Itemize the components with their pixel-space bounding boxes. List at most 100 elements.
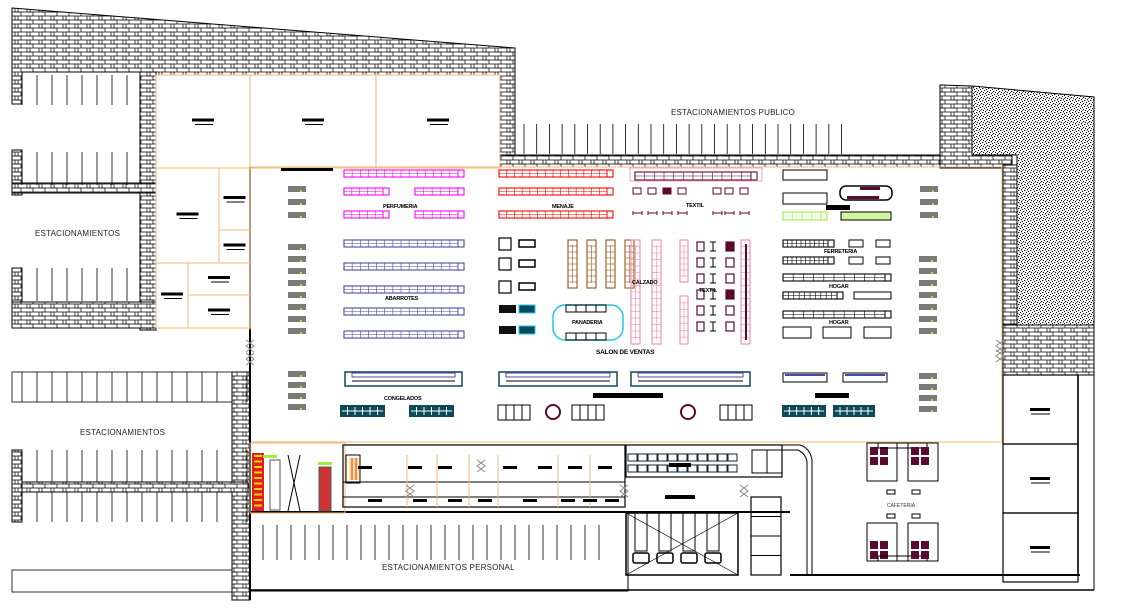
checkout-register xyxy=(717,464,728,473)
refrigerated-counter xyxy=(518,304,536,314)
label-calzado: CALZADO xyxy=(632,280,658,286)
label-textil-top: TEXTIL xyxy=(686,203,704,209)
textil-display xyxy=(712,187,722,195)
rack-item xyxy=(254,499,262,501)
textil-frame xyxy=(629,167,763,182)
indicator xyxy=(931,410,933,412)
hogar-display xyxy=(853,291,892,300)
indicator xyxy=(932,216,934,218)
gray-fixture xyxy=(288,371,306,377)
indicator xyxy=(300,332,302,334)
checkout-lane xyxy=(634,512,648,552)
small-table xyxy=(886,489,896,495)
label-menaje: MENAJE xyxy=(552,204,574,210)
cafeteria-booth xyxy=(907,522,939,562)
shelf-endcap xyxy=(836,291,844,300)
rack-item xyxy=(254,488,262,490)
display-unit xyxy=(848,239,864,248)
textil-display xyxy=(696,257,705,268)
dining-table xyxy=(880,457,888,465)
indicator xyxy=(931,388,933,390)
bakery-case xyxy=(575,332,587,341)
counter-top xyxy=(847,196,879,199)
indicator xyxy=(300,375,302,377)
shelf-endcap xyxy=(457,330,465,339)
dining-table xyxy=(870,541,878,549)
indicator xyxy=(931,260,933,262)
mannequin-icon xyxy=(710,241,716,252)
freezer-top xyxy=(351,372,456,378)
gray-fixture xyxy=(919,395,937,401)
label-congelados: CONGELADOS xyxy=(384,396,422,402)
bakery-case xyxy=(565,304,577,313)
staff-parking-outline xyxy=(249,511,629,592)
door-icon xyxy=(476,459,486,473)
checkout-register xyxy=(727,464,738,473)
textil-display xyxy=(696,273,705,284)
checkout-register xyxy=(687,453,698,462)
counter xyxy=(877,442,909,449)
indicator xyxy=(300,284,302,286)
checkout-lane xyxy=(658,512,672,552)
checkout-register xyxy=(627,464,638,473)
label-hogar-1: HOGAR xyxy=(829,284,849,290)
shelf-endcap xyxy=(606,210,614,219)
gray-fixture xyxy=(920,212,938,218)
label-parking-staff: ESTACIONAMIENTOS PERSONAL xyxy=(382,563,515,572)
rack-item xyxy=(254,482,262,485)
label-parking-public: ESTACIONAMIENTOS PUBLICO xyxy=(671,108,796,117)
left-wall-band-3 xyxy=(11,481,249,493)
back-rooms xyxy=(342,444,626,508)
gray-fixture xyxy=(919,328,937,334)
checkout-register xyxy=(647,464,658,473)
room-tag-icon xyxy=(302,118,324,122)
clothes-rack-icon xyxy=(677,211,688,215)
shelf-endcap xyxy=(382,187,390,196)
shelf-endcap xyxy=(382,210,390,219)
indicator xyxy=(300,296,302,298)
gray-fixture xyxy=(919,268,937,274)
parking-row xyxy=(11,569,233,593)
display-unit xyxy=(782,192,828,205)
display-counter xyxy=(499,305,516,313)
produce-table xyxy=(498,280,512,294)
bakery-case xyxy=(595,332,607,341)
indicator xyxy=(931,284,933,286)
gray-fixture xyxy=(288,186,306,192)
produce-bin xyxy=(518,239,536,248)
clothes-rack-icon xyxy=(632,211,643,215)
label-bar xyxy=(826,205,850,210)
indicator xyxy=(300,203,302,205)
dining-table xyxy=(921,457,929,465)
label-sales-floor: SALON DE VENTAS xyxy=(596,349,655,356)
room-tag-icon xyxy=(568,466,582,469)
checkout-register xyxy=(707,453,718,462)
room-tag-icon xyxy=(583,499,597,502)
shelf-endcap xyxy=(457,169,465,178)
indicator xyxy=(931,320,933,322)
checkout-lane xyxy=(706,512,720,552)
gravel-area xyxy=(971,85,1095,326)
cafeteria-booth xyxy=(907,442,939,482)
room-tag-icon xyxy=(358,466,372,469)
freezer-case xyxy=(344,371,463,387)
rack-item xyxy=(254,466,262,468)
checkout-lane xyxy=(682,512,696,552)
cold-storage xyxy=(249,442,346,514)
dining-table xyxy=(880,541,888,549)
display-unit xyxy=(875,256,891,265)
textil-display xyxy=(677,187,687,195)
freezer-case xyxy=(630,371,751,387)
building-outline xyxy=(249,166,1095,600)
label-ferreteria: FERRETERIA xyxy=(824,249,858,255)
produce-table xyxy=(498,237,512,251)
dining-table xyxy=(880,447,888,455)
storage-rack xyxy=(269,459,281,511)
bakery-case xyxy=(595,304,607,313)
room-tag-icon xyxy=(538,466,552,469)
door-icon xyxy=(739,484,749,498)
rack-item xyxy=(254,460,262,463)
clothes-rack-icon xyxy=(724,211,735,215)
room-tag-icon xyxy=(208,308,230,312)
gray-fixture xyxy=(288,292,306,298)
